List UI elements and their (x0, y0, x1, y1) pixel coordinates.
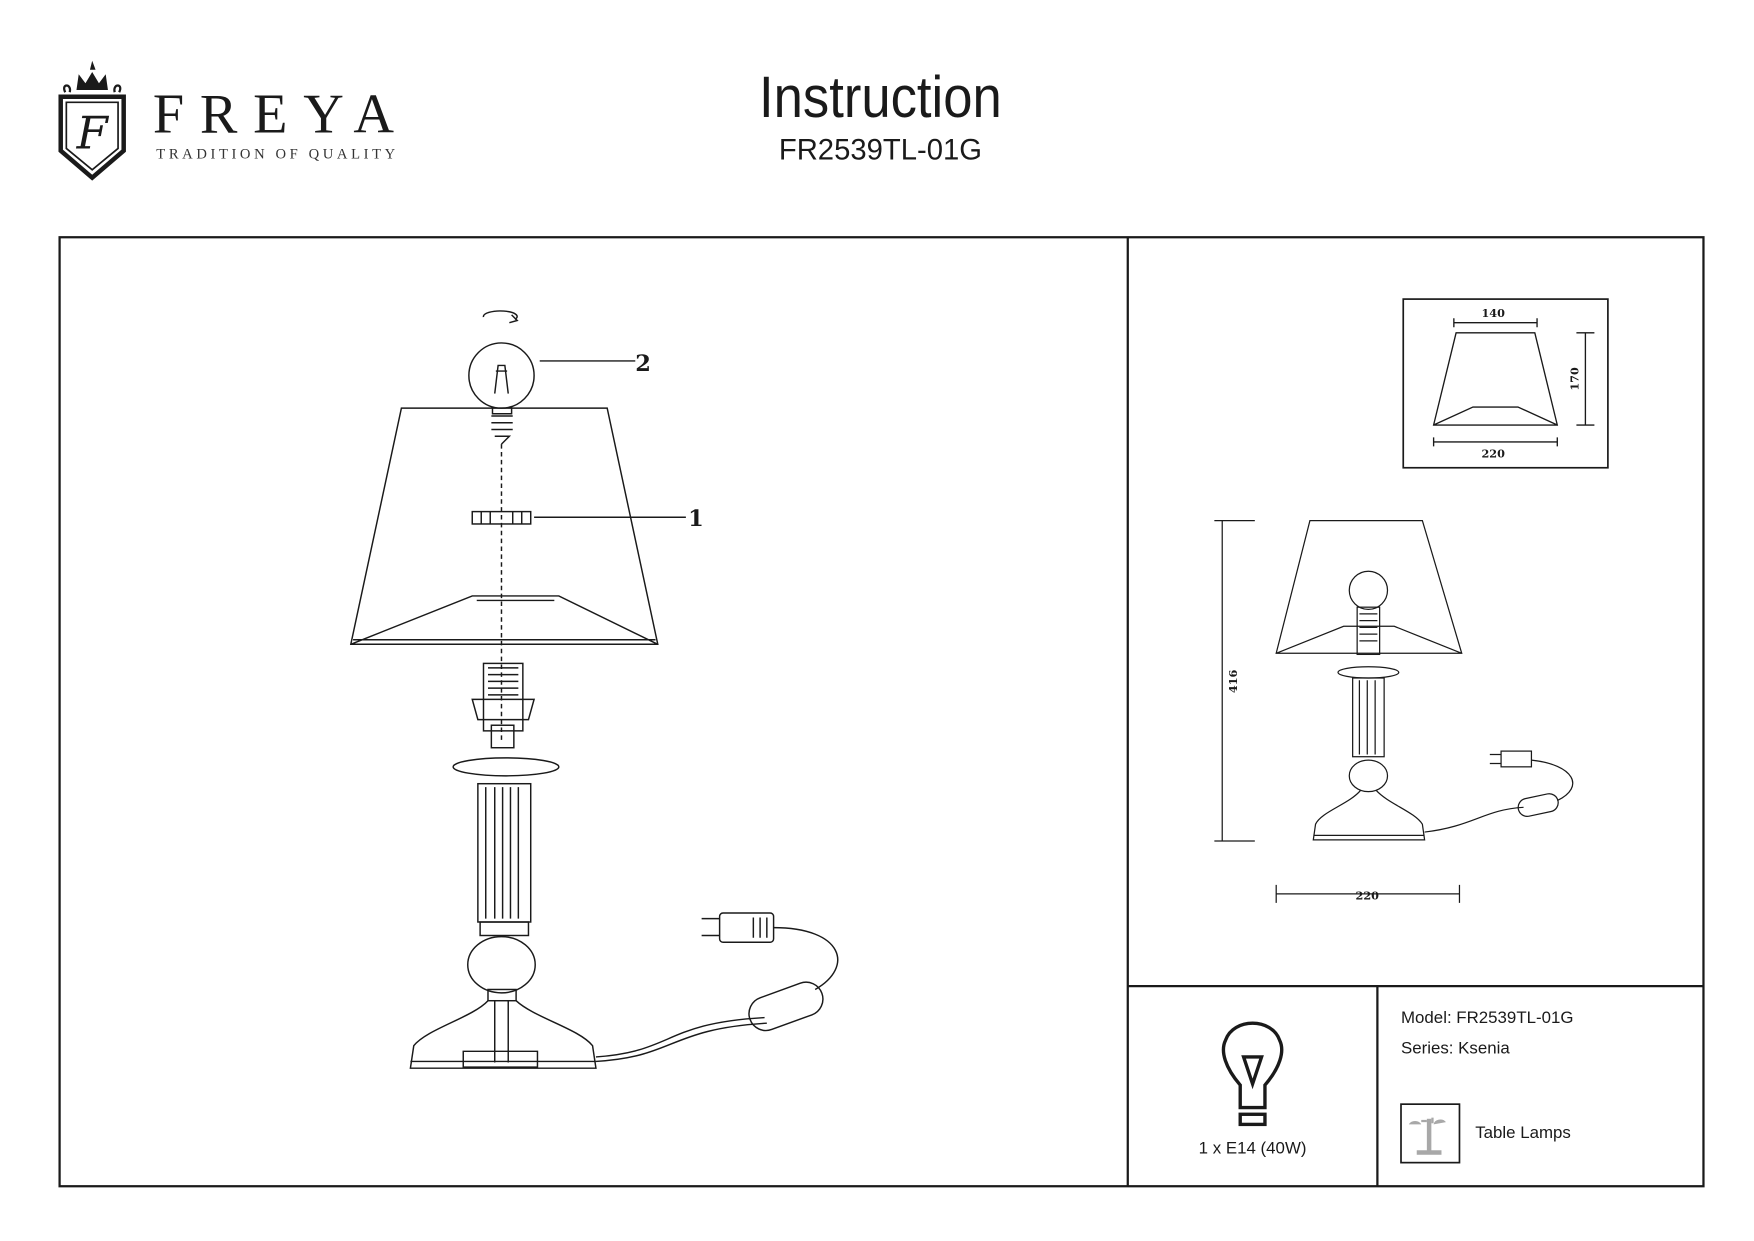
freya-crest-logo: F (58, 60, 126, 181)
shade-bottom-dimension: 220 (1481, 447, 1505, 461)
category-label: Table Lamps (1475, 1123, 1571, 1143)
callout-1-number: 1 (688, 506, 704, 532)
rotate-arrow-icon (482, 310, 518, 320)
cord-and-switch-drawing (595, 912, 839, 1063)
total-height-dimension: 416 (1226, 669, 1240, 693)
series-info: Series: Ksenia (1401, 1038, 1510, 1059)
bulb-icon (1221, 1021, 1284, 1127)
category-icon-frame (1400, 1103, 1461, 1164)
shade-height-dimension: 170 (1568, 367, 1582, 391)
frame-lines (58, 236, 1705, 1188)
shade-dimension-drawing (1402, 298, 1609, 469)
callout-2-number: 2 (635, 351, 651, 377)
brand-name: FREYA (152, 82, 410, 146)
page-title: Instruction (759, 65, 1002, 131)
model-info: Model: FR2539TL-01G (1401, 1008, 1574, 1028)
shade-ring-part (471, 510, 532, 525)
plug (718, 912, 775, 943)
assembled-lamp-drawing (1214, 519, 1574, 903)
bulb-drawing (468, 342, 535, 445)
shade-drawing (349, 407, 659, 646)
bulb-spec: 1 x E14 (40W) (1198, 1139, 1307, 1159)
brand-tagline: TRADITION OF QUALITY (156, 145, 399, 162)
model-code: FR2539TL-01G (778, 132, 982, 167)
exploded-lamp-drawing (349, 310, 839, 1069)
socket-drawing (471, 662, 536, 749)
cord-switch (748, 981, 824, 1032)
logo-monogram: F (76, 106, 110, 159)
lamp-base-drawing (409, 757, 597, 1069)
base-width-dimension: 220 (1356, 889, 1380, 903)
table-lamp-icon (1408, 1117, 1446, 1155)
shade-top-dimension: 140 (1481, 306, 1505, 320)
rotate-arrow-head (509, 314, 519, 324)
